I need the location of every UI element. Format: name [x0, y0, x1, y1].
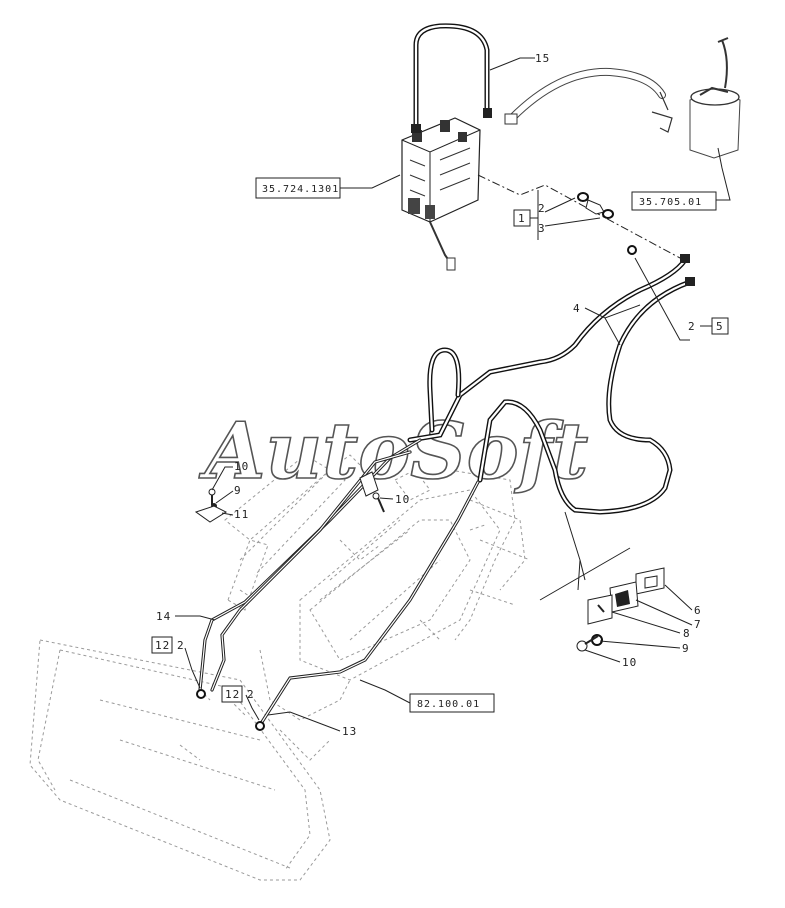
ref-filter-text: 35.705.01 — [639, 197, 702, 208]
clamp-hardware-mid — [359, 471, 385, 513]
group-5-label: 5 — [716, 320, 724, 333]
group-12b-label: 12 — [225, 688, 240, 701]
callout-10-mid: 10 — [395, 493, 410, 506]
ref-control-valve-text: 35.724.1301 — [262, 184, 339, 195]
callout-8: 8 — [683, 627, 691, 640]
callout-11-left: 11 — [234, 508, 249, 521]
callout-7: 7 — [694, 618, 702, 631]
hose-4-pair — [407, 254, 695, 515]
callout-2-top: 2 — [538, 202, 546, 215]
loader-frame-outline — [29, 454, 531, 881]
callout-14: 14 — [156, 610, 171, 623]
callout-2-12b: 2 — [247, 688, 255, 701]
filter-return-hose — [504, 67, 673, 133]
control-valve — [401, 117, 481, 271]
callout-9-left: 9 — [234, 484, 242, 497]
hose-15 — [411, 23, 492, 133]
callout-labels: 15 2 3 4 2 10 9 11 10 6 7 8 9 10 14 13 2… — [156, 52, 702, 738]
ref-box-loader-frame[interactable]: 82.100.01 — [409, 693, 495, 713]
group-1-label: 1 — [518, 212, 526, 225]
group-box-1[interactable]: 1 — [513, 209, 531, 227]
callout-13: 13 — [342, 725, 357, 738]
group-box-12b[interactable]: 12 — [221, 685, 243, 703]
oil-filter — [689, 37, 741, 159]
callout-9-right: 9 — [682, 642, 690, 655]
callout-4: 4 — [573, 302, 581, 315]
ref-box-control-valve[interactable]: 35.724.1301 — [255, 177, 341, 199]
fitting-group-1 — [577, 192, 637, 255]
ref-box-filter[interactable]: 35.705.01 — [631, 191, 717, 211]
leader-lines — [175, 57, 731, 732]
mounting-kit-right — [576, 567, 665, 652]
callout-3-top: 3 — [538, 222, 546, 235]
callout-10-left: 10 — [234, 460, 249, 473]
watermark-text: AutoSoft — [198, 406, 588, 497]
callout-2-right: 2 — [688, 320, 696, 333]
group-box-12a[interactable]: 12 — [151, 636, 173, 654]
ref-loader-frame-text: 82.100.01 — [417, 699, 480, 710]
callout-15: 15 — [535, 52, 550, 65]
callout-10-right: 10 — [622, 656, 637, 669]
pipe-13 — [255, 480, 480, 731]
callout-6: 6 — [694, 604, 702, 617]
group-12a-label: 12 — [155, 639, 170, 652]
group-box-5[interactable]: 5 — [711, 317, 729, 335]
callout-2-12a: 2 — [177, 639, 185, 652]
pipe-14 — [196, 438, 422, 699]
flow-path-dashed — [477, 174, 681, 259]
